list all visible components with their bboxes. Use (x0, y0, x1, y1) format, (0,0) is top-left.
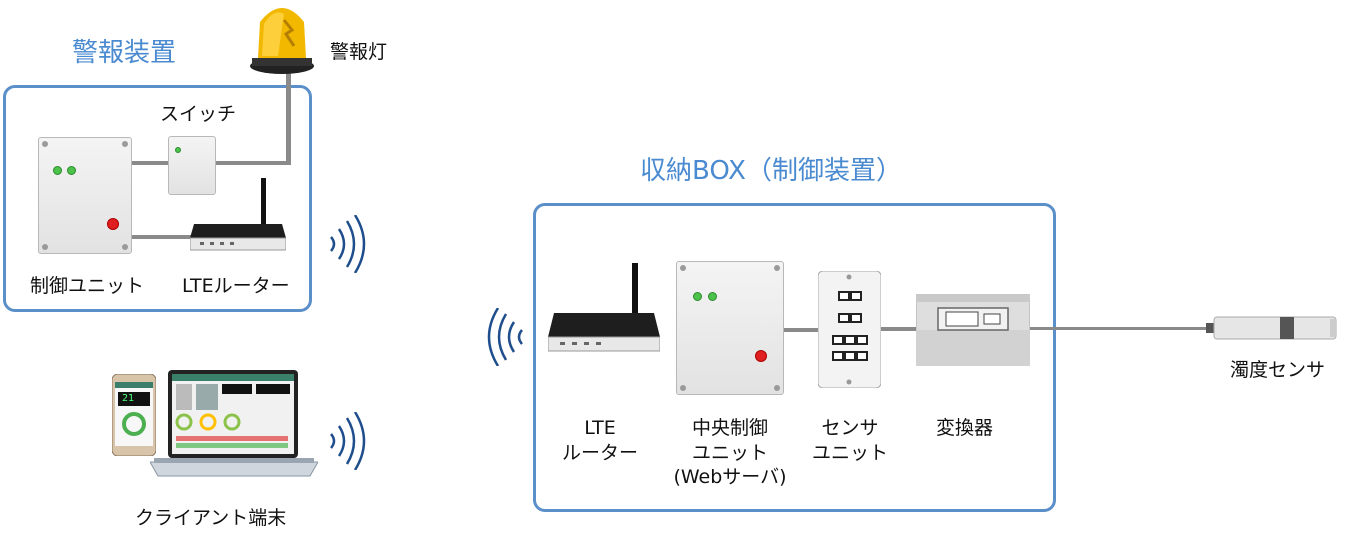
alarm-light-icon (248, 0, 316, 76)
central-control-label-line3: (Webサーバ) (673, 466, 787, 489)
status-led (708, 292, 717, 301)
converter-device (915, 293, 1031, 367)
sensor-unit-label-line2: ユニット (811, 441, 888, 464)
control-unit-device (38, 137, 132, 254)
alarm-led (755, 350, 767, 362)
wifi-signal-icon (325, 214, 375, 274)
turbidity-sensor-icon (1206, 314, 1338, 342)
status-led (53, 166, 62, 175)
lte-router-label: LTEルーター (182, 275, 290, 297)
lte-router-label: LTE ルーター (560, 416, 640, 465)
storage-group-box (533, 203, 1056, 512)
converter-label: 変換器 (936, 417, 994, 439)
lte-router-label-line1: LTE (584, 417, 616, 439)
central-control-unit-device (676, 261, 784, 395)
alarm-group-box (3, 85, 312, 312)
alarm-group-title: 警報装置 (72, 38, 177, 68)
alarm-light-label: 警報灯 (330, 41, 388, 63)
phone-reading: 21 (122, 393, 135, 404)
client-terminal-label: クライアント端末 (135, 507, 287, 529)
laptop-icon (149, 370, 319, 478)
sensor-unit-device (817, 270, 882, 389)
wire-light-vertical (286, 70, 291, 165)
lte-router-icon (547, 263, 661, 363)
wire-control-to-router (130, 235, 195, 239)
wire-control-to-switch (130, 161, 170, 165)
switch-device (168, 136, 216, 195)
wire-central-to-sensor (782, 328, 818, 332)
lte-router-icon (189, 178, 287, 256)
central-control-label-line2: ユニット (691, 441, 768, 464)
wire-switch-to-light (213, 161, 291, 165)
wifi-signal-icon (478, 307, 528, 367)
wire-sensor-to-converter (880, 327, 918, 331)
central-control-label-line1: 中央制御 (691, 417, 768, 439)
turbidity-sensor-label: 濁度センサ (1230, 359, 1326, 381)
wire-converter-to-sensor (1028, 327, 1213, 330)
control-unit-label: 制御ユニット (30, 275, 145, 297)
sensor-unit-label-line1: センサ (821, 417, 879, 439)
sensor-unit-label: センサ ユニット (810, 416, 890, 465)
lte-router-label-line2: ルーター (561, 441, 638, 464)
status-led (67, 166, 76, 175)
wifi-signal-icon (325, 411, 375, 471)
alarm-led (107, 218, 119, 230)
status-led (693, 292, 702, 301)
storage-group-title: 収納BOX（制御装置） (640, 156, 902, 186)
switch-label: スイッチ (160, 103, 237, 125)
central-control-label: 中央制御 ユニット (Webサーバ) (664, 416, 796, 490)
